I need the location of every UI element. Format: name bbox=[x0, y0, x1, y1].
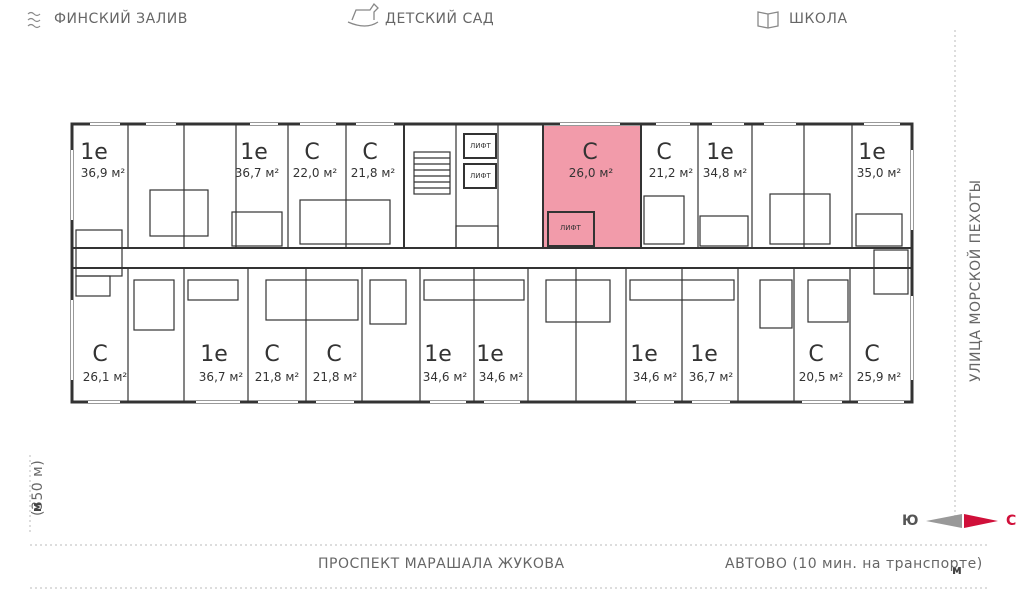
kindergarten-label: ДЕТСКИЙ САД bbox=[385, 11, 495, 27]
apartment-area: 20,5 м² bbox=[798, 370, 844, 384]
lift-2 bbox=[463, 163, 497, 189]
apartment-area: 25,9 м² bbox=[856, 370, 902, 384]
apartment-area: 34,6 м² bbox=[478, 370, 524, 384]
lift-label-3: ЛИФТ bbox=[560, 224, 581, 232]
apartment-area: 26,1 м² bbox=[82, 370, 128, 384]
apartment-area: 34,6 м² bbox=[632, 370, 678, 384]
apartment-area: 36,7 м² bbox=[234, 166, 280, 180]
apartment-type[interactable]: С bbox=[264, 342, 280, 367]
lift-label-2: ЛИФТ bbox=[470, 172, 491, 180]
lift-3 bbox=[547, 211, 595, 247]
svg-text:м: м bbox=[952, 563, 962, 577]
apartment-area: 22,0 м² bbox=[292, 166, 338, 180]
apartment-type[interactable]: С bbox=[864, 342, 880, 367]
compass-south-arrow bbox=[926, 514, 962, 528]
apartment-type[interactable]: 1е bbox=[690, 342, 718, 367]
apartment-type[interactable]: 1е bbox=[424, 342, 452, 367]
school-label: ШКОЛА bbox=[789, 11, 848, 27]
apartment-type[interactable]: 1е bbox=[630, 342, 658, 367]
metro-icon: м bbox=[952, 563, 962, 577]
apartment-type[interactable]: С bbox=[362, 140, 378, 165]
compass-north-label: С bbox=[1006, 513, 1017, 529]
street-east-label: УЛИЦА МОРСКОЙ ПЕХОТЫ bbox=[968, 179, 984, 382]
apartment-type[interactable]: 1е bbox=[858, 140, 886, 165]
apartment-area: 35,0 м² bbox=[856, 166, 902, 180]
compass-north-arrow bbox=[964, 514, 998, 528]
metro-station-label: АВТОВО (10 мин. на транспорте) bbox=[725, 556, 983, 572]
apartment-type[interactable]: 1е bbox=[80, 140, 108, 165]
selected-apartment-fill[interactable] bbox=[543, 126, 641, 248]
apartment-type[interactable]: С bbox=[326, 342, 342, 367]
apartment-type[interactable]: 1е bbox=[706, 140, 734, 165]
apartment-area: 34,8 м² bbox=[702, 166, 748, 180]
apartment-area: 21,2 м² bbox=[648, 166, 694, 180]
apartment-type[interactable]: С bbox=[92, 342, 108, 367]
apartment-area: 21,8 м² bbox=[254, 370, 300, 384]
apartment-type-selected[interactable]: С bbox=[582, 140, 598, 165]
apartment-type[interactable]: С bbox=[656, 140, 672, 165]
apartment-area: 21,8 м² bbox=[312, 370, 358, 384]
apartment-area: 34,6 м² bbox=[422, 370, 468, 384]
apartment-type[interactable]: 1е bbox=[476, 342, 504, 367]
apartment-type[interactable]: 1е bbox=[200, 342, 228, 367]
lift-label-1: ЛИФТ bbox=[470, 142, 491, 150]
apartment-area-selected: 26,0 м² bbox=[568, 166, 614, 180]
avenue-label: ПРОСПЕКТ МАРАШАЛА ЖУКОВА bbox=[318, 556, 565, 572]
gulf-label: ФИНСКИЙ ЗАЛИВ bbox=[54, 11, 188, 27]
book-icon bbox=[757, 11, 779, 29]
apartment-type[interactable]: С bbox=[304, 140, 320, 165]
metro-vertical-icon: м bbox=[30, 501, 44, 512]
compass-south-label: Ю bbox=[902, 513, 919, 529]
apartment-type[interactable]: 1е bbox=[240, 140, 268, 165]
apartment-area: 36,9 м² bbox=[80, 166, 126, 180]
apartment-area: 21,8 м² bbox=[350, 166, 396, 180]
apartment-area: 36,7 м² bbox=[198, 370, 244, 384]
lift-1 bbox=[463, 133, 497, 159]
apartment-area: 36,7 м² bbox=[688, 370, 734, 384]
rocking-horse-icon bbox=[347, 2, 379, 27]
waves-icon bbox=[27, 11, 41, 29]
apartment-type[interactable]: С bbox=[808, 342, 824, 367]
